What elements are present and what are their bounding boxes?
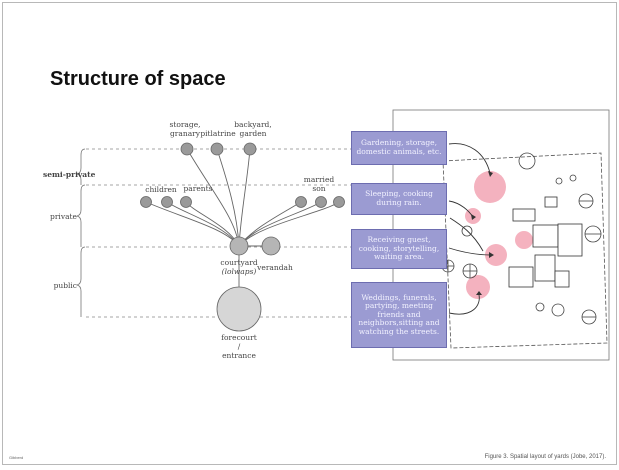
backyard-node — [243, 142, 257, 156]
spatial-diagram — [76, 109, 610, 361]
figure-caption: Figure 3. Spatial layout of yards (Jobe,… — [484, 454, 606, 460]
entrance-label: entrance — [222, 351, 256, 360]
activity-box-receiving: Receiving guest, cooking, storytelling, … — [351, 229, 447, 269]
pitlatrine-label: pitlatrine — [200, 129, 236, 138]
pitlatrine-node — [210, 142, 224, 156]
tree-nodes — [140, 142, 345, 332]
courtyard-label: courtyard — [220, 258, 258, 267]
activity-box-weddings: Weddings, funerals, partying, meeting fr… — [351, 282, 447, 348]
parents-label: parents — [183, 184, 213, 193]
footer-author: Gibberd — [9, 455, 24, 460]
zone-braces — [76, 148, 86, 317]
verandah-label: verandah — [257, 263, 293, 272]
children-label: children — [145, 185, 177, 194]
slide-title: Structure of space — [50, 68, 226, 90]
forecourt-label: forecourt — [221, 333, 257, 342]
storage-label: storage, granary — [169, 120, 201, 138]
courtyard-node — [229, 236, 249, 256]
verandah-node — [261, 236, 281, 256]
activity-box-gardening: Gardening, storage, domestic animals, et… — [351, 131, 447, 165]
married-son-label: married son — [303, 175, 335, 193]
slash-label: / — [237, 342, 241, 351]
slide: Structure of space — [2, 2, 617, 465]
storage-node — [180, 142, 194, 156]
activity-box-sleeping: Sleeping, cooking during rain. — [351, 183, 447, 215]
backyard-label: backyard, garden — [234, 120, 272, 138]
lolwaps-label: (lolwaps) — [221, 267, 257, 276]
zone-label-semi-private: semi-private — [43, 170, 96, 179]
zone-label-private: private — [50, 212, 77, 221]
zone-label-public: public — [53, 281, 77, 290]
tree-links — [145, 148, 340, 303]
forecourt-node — [216, 286, 262, 332]
